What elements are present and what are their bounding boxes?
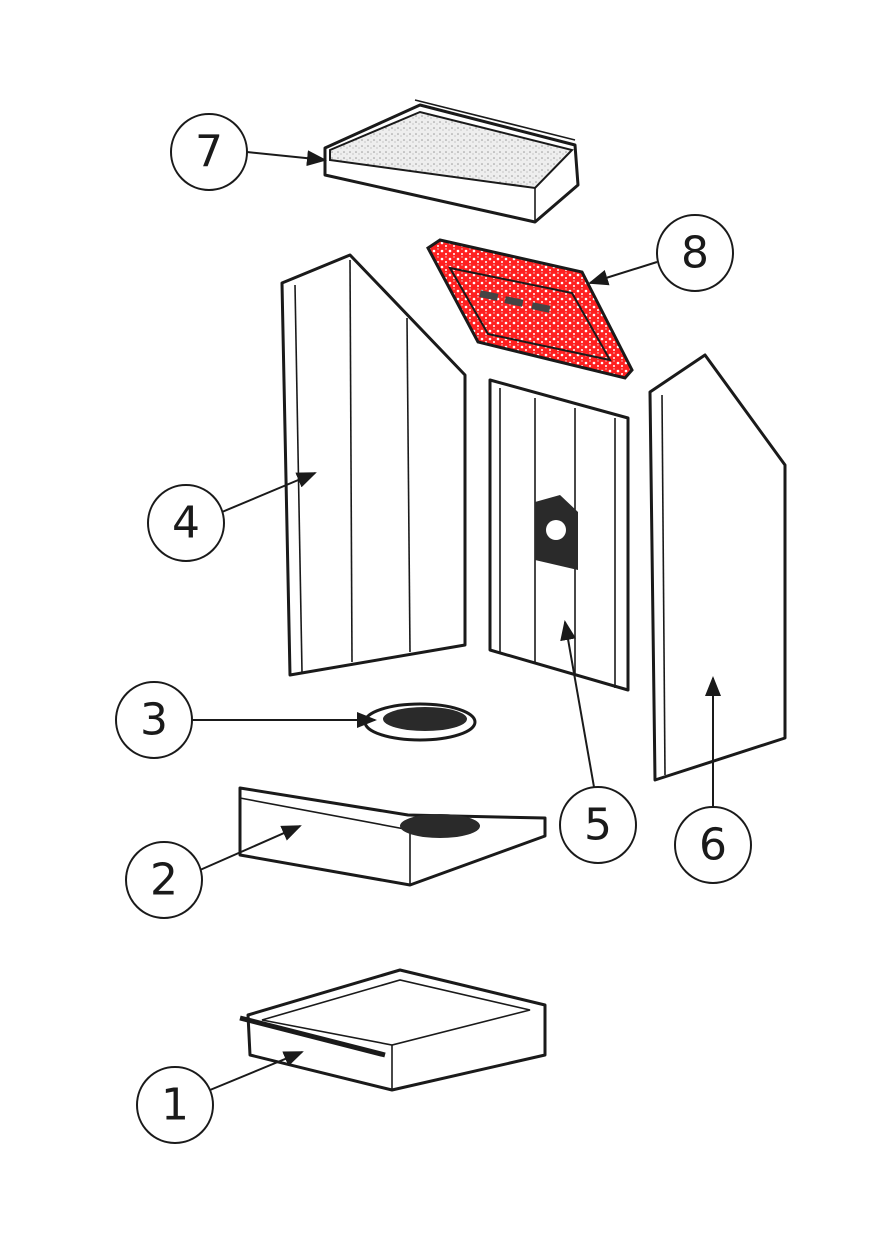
label-2: 2 (125, 841, 203, 919)
label-4-text: 4 (172, 498, 200, 549)
label-6: 6 (674, 806, 752, 884)
label-3: 3 (115, 681, 193, 759)
part-1-ash-drawer (239, 968, 547, 1092)
leader-5 (560, 620, 595, 788)
leader-7 (246, 150, 327, 167)
leader-8 (588, 261, 658, 286)
leader-4 (221, 472, 317, 513)
label-5-text: 5 (584, 800, 612, 851)
label-8: 8 (656, 214, 734, 292)
part-5-back-panel (488, 378, 630, 692)
leader-2 (199, 825, 302, 871)
part-2-base (238, 786, 547, 887)
label-6-text: 6 (699, 820, 727, 871)
label-5: 5 (559, 786, 637, 864)
part-8-plate-highlighted (426, 238, 634, 380)
part-4-left-panel (280, 253, 467, 677)
label-8-text: 8 (681, 228, 709, 279)
part-3-grate (363, 702, 477, 742)
label-1: 1 (136, 1066, 214, 1144)
label-2-text: 2 (150, 855, 178, 906)
part-6-right-panel (648, 353, 787, 782)
leader-1 (209, 1051, 304, 1091)
label-7: 7 (170, 113, 248, 191)
label-3-text: 3 (140, 695, 168, 746)
label-7-text: 7 (195, 127, 223, 178)
label-1-text: 1 (161, 1080, 189, 1131)
part-7-baffle (323, 99, 580, 224)
label-4: 4 (147, 484, 225, 562)
